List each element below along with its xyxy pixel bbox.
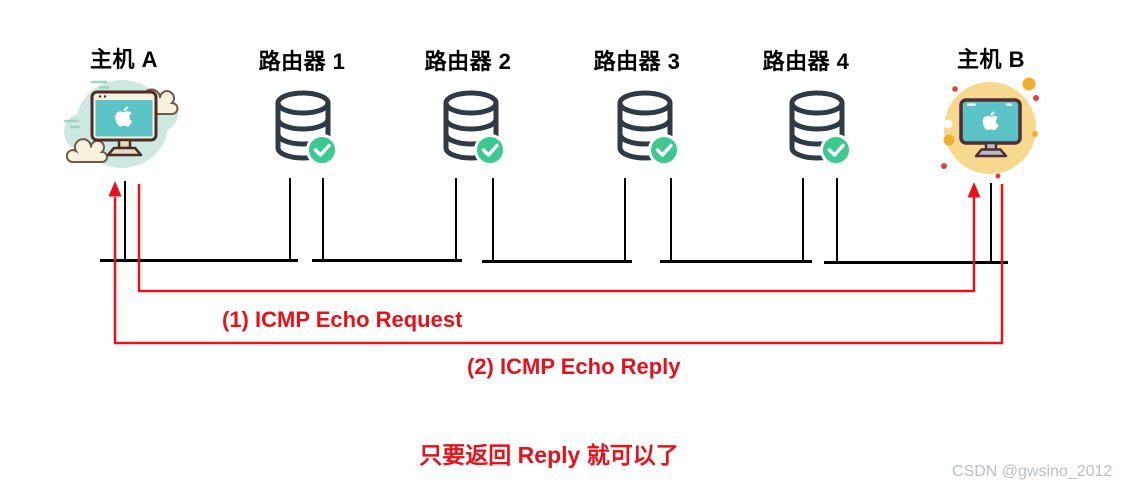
link-segment: [100, 259, 298, 262]
link-line: [990, 183, 992, 263]
node-label-router-3: 路由器 3: [593, 49, 681, 74]
node-label-host-a: 主机 A: [89, 47, 159, 72]
apple-logo-icon: [115, 106, 133, 127]
echo-request-arrow-icon: [967, 182, 981, 198]
link-line: [124, 181, 126, 261]
link-line: [670, 178, 672, 261]
host-a-icon: [63, 80, 179, 168]
computer-icon: [959, 98, 1022, 158]
link-line: [802, 178, 804, 261]
link-segment: [312, 259, 462, 262]
decor-dots-icon: [941, 77, 1039, 179]
speed-lines-icon: [63, 80, 110, 129]
apple-logo-icon: [982, 111, 999, 131]
link-segment: [824, 261, 1008, 264]
link-line: [624, 178, 626, 261]
router-icon: [614, 90, 682, 170]
link-line: [322, 178, 324, 261]
host-b-icon: [941, 77, 1039, 179]
link-line: [455, 178, 457, 261]
router-icon: [272, 90, 340, 170]
node-label-router-1: 路由器 1: [258, 49, 346, 74]
cloud-icon: [65, 138, 108, 164]
echo-reply-arrow-icon: [108, 181, 122, 197]
note-text: 只要返回 Reply 就可以了: [419, 442, 679, 468]
router-icon: [440, 90, 508, 170]
echo-request-label: (1) ICMP Echo Request: [222, 307, 463, 332]
node-label-router-4: 路由器 4: [762, 49, 850, 74]
link-segment: [482, 260, 632, 263]
link-line: [836, 178, 838, 261]
link-line: [289, 178, 291, 261]
watermark-text: CSDN @gwsino_2012: [952, 463, 1113, 480]
router-icon: [786, 90, 854, 170]
echo-reply-label: (2) ICMP Echo Reply: [467, 354, 681, 379]
echo-request-path: [137, 184, 976, 293]
computer-icon: [90, 90, 158, 157]
link-segment: [660, 260, 812, 263]
node-label-router-2: 路由器 2: [424, 49, 512, 74]
node-label-host-b: 主机 B: [956, 47, 1026, 72]
link-line: [492, 178, 494, 261]
